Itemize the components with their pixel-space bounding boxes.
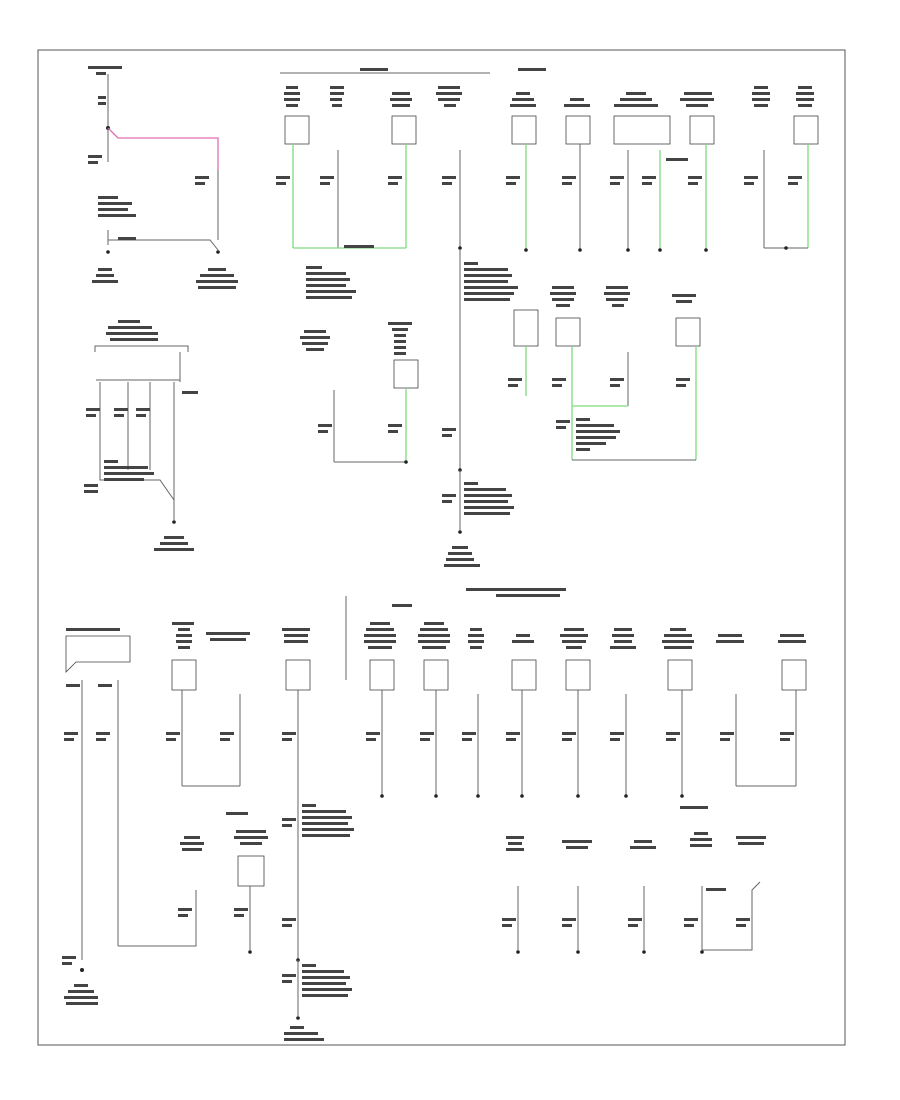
component-box — [689, 115, 715, 145]
component-box — [284, 115, 310, 145]
component-box — [65, 635, 131, 673]
component-box — [675, 317, 701, 347]
component-box — [511, 115, 537, 145]
component-box — [369, 659, 395, 691]
component-box — [511, 659, 537, 691]
component-box — [513, 309, 539, 347]
component-box — [393, 359, 419, 389]
top-component-row — [276, 68, 819, 299]
middle-ground-section — [300, 250, 701, 567]
component-box — [793, 115, 819, 145]
battery-ground-section — [88, 66, 238, 289]
pink-wire — [107, 127, 219, 170]
diagram-frame — [37, 49, 846, 1046]
left-ground-bus — [84, 320, 198, 551]
component-box — [781, 659, 807, 691]
component-box — [613, 115, 671, 145]
component-box — [171, 659, 197, 691]
component-box — [285, 659, 311, 691]
component-box — [555, 317, 581, 347]
component-box — [565, 115, 591, 145]
component-box — [237, 855, 265, 887]
component-box — [423, 659, 449, 691]
component-box — [667, 659, 693, 691]
component-box — [565, 659, 591, 691]
lower-ground-section — [62, 588, 807, 1041]
component-box — [391, 115, 417, 145]
